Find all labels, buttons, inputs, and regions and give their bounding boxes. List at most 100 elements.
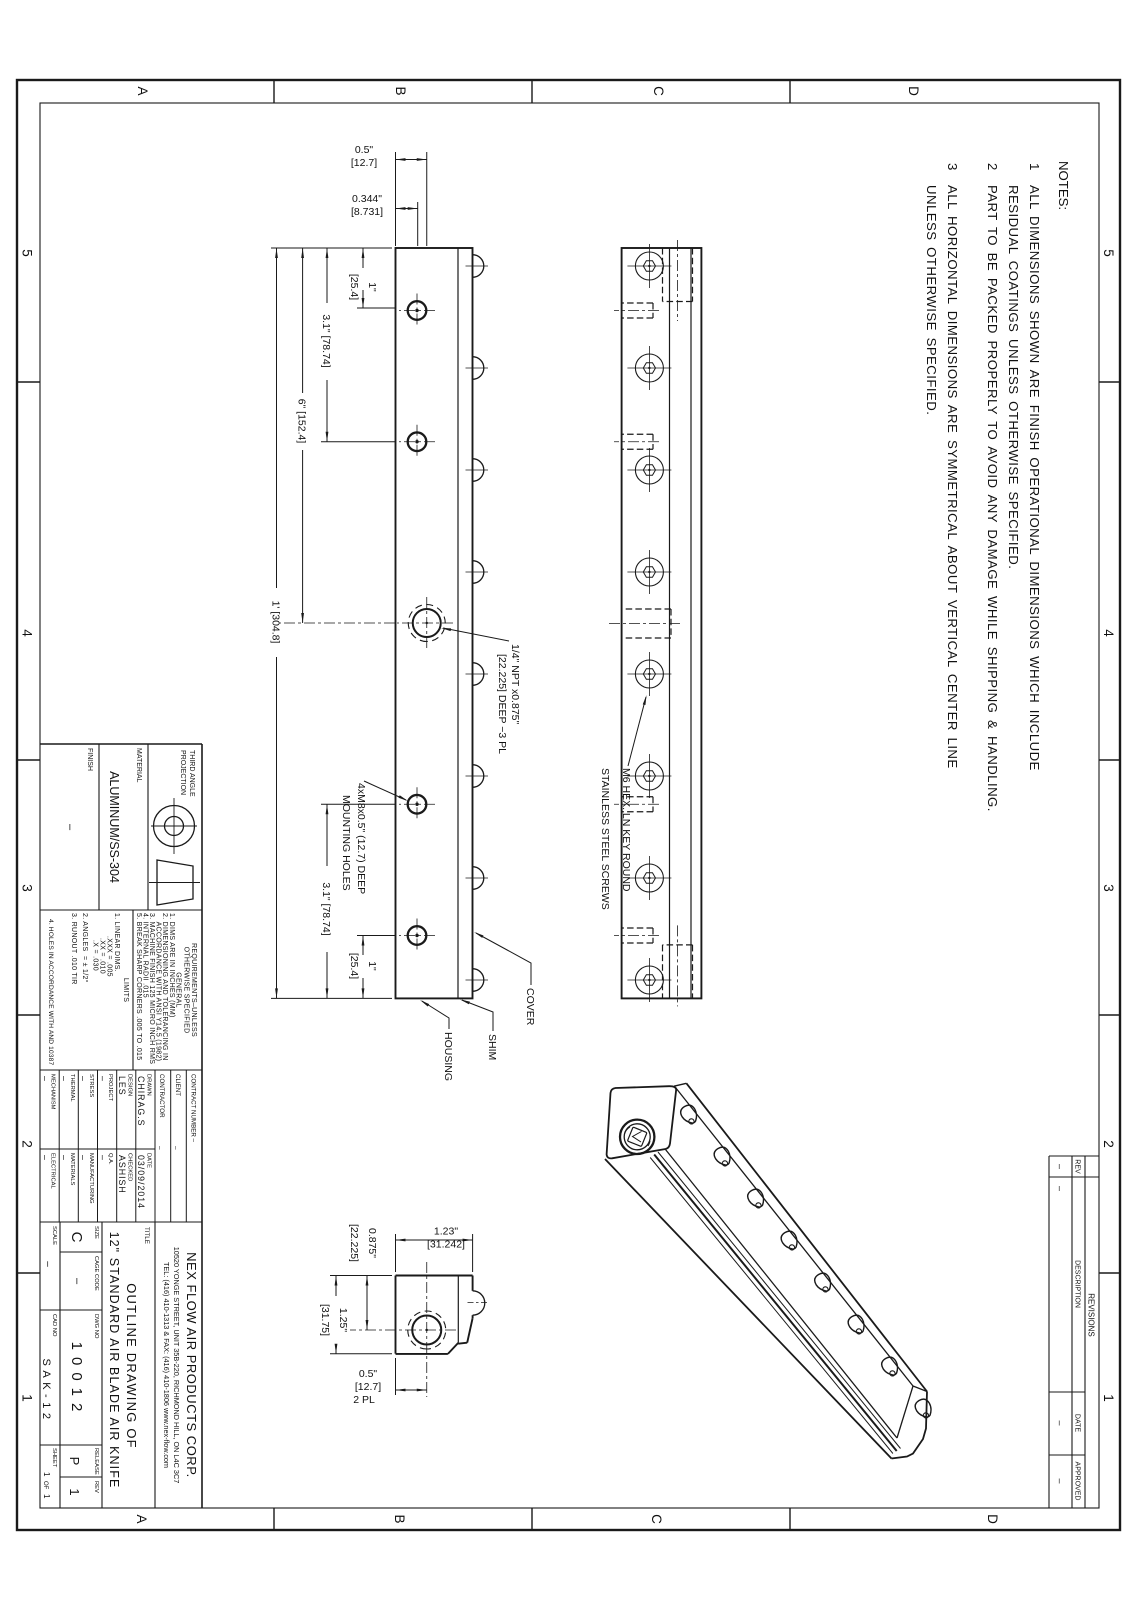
svg-text:A: A	[134, 1514, 149, 1523]
svg-text:[8.731]: [8.731]	[351, 206, 383, 218]
svg-text:REV: REV	[1074, 1159, 1081, 1174]
svg-text:[22.225] DEEP −3 PL: [22.225] DEEP −3 PL	[496, 654, 508, 754]
svg-text:1. LINEAR DIMS.: 1. LINEAR DIMS.	[113, 913, 120, 972]
svg-text:[12.7]: [12.7]	[351, 157, 377, 169]
svg-text:2: 2	[20, 1140, 35, 1148]
svg-text:2. ANGLES = ± 1/2°: 2. ANGLES = ± 1/2°	[81, 913, 89, 983]
svg-text:OUTLINE DRAWING OF: OUTLINE DRAWING OF	[124, 1283, 139, 1449]
svg-text:NOTES:: NOTES:	[1056, 161, 1071, 210]
svg-text:PROJECT: PROJECT	[107, 1074, 113, 1102]
svg-text:FINISH: FINISH	[86, 748, 93, 771]
svg-text:1: 1	[42, 1472, 51, 1477]
svg-text:–: –	[64, 824, 76, 831]
svg-text:[31.242]: [31.242]	[427, 1239, 465, 1251]
svg-text:1": 1"	[366, 282, 378, 292]
svg-text:SHIM: SHIM	[486, 1034, 498, 1060]
svg-text:NEX FLOW AIR PRODUCTS CORP.: NEX FLOW AIR PRODUCTS CORP.	[184, 1252, 199, 1478]
svg-text:THIRD ANGLE: THIRD ANGLE	[188, 750, 195, 797]
svg-text:SIZE: SIZE	[93, 1226, 99, 1239]
svg-text:B: B	[392, 1514, 407, 1523]
svg-text:LIMITS: LIMITS	[122, 978, 129, 1002]
svg-text:–: –	[60, 1076, 70, 1082]
svg-text:OTHERWISE SPECIFIED: OTHERWISE SPECIFIED	[183, 947, 190, 1034]
svg-text:ALL HORIZONTAL DIMENSIONS ARE: ALL HORIZONTAL DIMENSIONS ARE SYMMETRICA…	[945, 185, 960, 769]
svg-text:SHEET: SHEET	[51, 1448, 57, 1468]
svg-text:3. MACHINE FINISH 125 MICRO IN: 3. MACHINE FINISH 125 MICRO INCH RMS	[148, 913, 155, 1064]
svg-text:P: P	[67, 1457, 82, 1466]
svg-text:COVER: COVER	[524, 988, 536, 1026]
svg-text:TEL: (416) 410-1313 & FAX: (41: TEL: (416) 410-1313 & FAX: (416) 410-180…	[162, 1262, 171, 1468]
svg-text:CONTRACTOR: CONTRACTOR	[158, 1074, 165, 1118]
svg-text:–: –	[42, 1261, 53, 1267]
svg-text:C: C	[651, 86, 666, 96]
svg-text:3.1" [78.74]: 3.1" [78.74]	[320, 882, 332, 935]
svg-text:.X = .030: .X = .030	[92, 940, 99, 971]
svg-text:4: 4	[1101, 629, 1116, 637]
svg-text:CONTRACT NUMBER –: CONTRACT NUMBER –	[190, 1074, 197, 1143]
svg-text:REVISIONS: REVISIONS	[1087, 1293, 1096, 1337]
svg-text:1/4" NPT x0.875": 1/4" NPT x0.875"	[509, 644, 521, 724]
svg-text:5: 5	[1101, 249, 1116, 257]
svg-text:DWG NO: DWG NO	[93, 1314, 99, 1339]
svg-text:DESIGN: DESIGN	[126, 1074, 132, 1096]
svg-text:[31.75]: [31.75]	[319, 1304, 331, 1336]
svg-text:[12.7]: [12.7]	[355, 1381, 381, 1393]
svg-text:–: –	[98, 1155, 108, 1161]
svg-text:PART TO BE PACKED PROPERLY TO: PART TO BE PACKED PROPERLY TO AVOID ANY …	[985, 185, 1000, 812]
svg-text:1. DIMS ARE IN INCHES (MM): 1. DIMS ARE IN INCHES (MM)	[168, 913, 175, 1018]
svg-text:RESIDUAL COATINGS UNLESS OTHER: RESIDUAL COATINGS UNLESS OTHERWISE SPECI…	[1006, 185, 1021, 569]
svg-text:1: 1	[42, 1494, 51, 1499]
svg-text:–: –	[1055, 1164, 1065, 1169]
svg-text:2 PL: 2 PL	[353, 1394, 375, 1406]
svg-text:3. RUNOUT .010 TIR: 3. RUNOUT .010 TIR	[70, 913, 77, 985]
svg-text:0.5": 0.5"	[359, 1368, 378, 1380]
svg-text:ALUMINUM/SS-304: ALUMINUM/SS-304	[107, 771, 121, 883]
svg-text:0.5": 0.5"	[355, 144, 374, 156]
svg-text:HOUSING: HOUSING	[442, 1032, 454, 1081]
svg-text:MANUFACTURING: MANUFACTURING	[88, 1153, 94, 1204]
svg-text:–: –	[71, 1278, 83, 1285]
svg-text:DATE: DATE	[1074, 1414, 1081, 1432]
svg-text:4. INTERNAL RADII .015: 4. INTERNAL RADII .015	[142, 913, 149, 998]
svg-text:3: 3	[20, 884, 35, 892]
svg-text:MOUNTING HOLES: MOUNTING HOLES	[340, 795, 352, 891]
svg-text:ELECTRICAL: ELECTRICAL	[50, 1153, 56, 1190]
svg-text:PROJECTION: PROJECTION	[179, 750, 186, 795]
svg-text:–: –	[79, 1076, 89, 1082]
svg-text:CLIENT: CLIENT	[174, 1074, 181, 1096]
svg-text:4. HOLES IN ACCORDANCE WITH AN: 4. HOLES IN ACCORDANCE WITH AND 10387	[47, 919, 54, 1065]
svg-text:ASHISH: ASHISH	[117, 1155, 127, 1194]
svg-text:REV: REV	[93, 1481, 99, 1493]
svg-text:–: –	[1055, 1186, 1065, 1191]
svg-text:B: B	[393, 86, 408, 95]
svg-text:D: D	[906, 86, 921, 96]
svg-text:DATE: DATE	[146, 1153, 152, 1168]
svg-text:OF: OF	[42, 1481, 48, 1490]
svg-text:C: C	[649, 1514, 664, 1524]
svg-text:D: D	[985, 1514, 1000, 1524]
svg-text:C: C	[68, 1232, 85, 1243]
svg-text:1: 1	[1027, 163, 1042, 170]
svg-text:1: 1	[67, 1488, 82, 1495]
svg-text:–: –	[156, 1146, 163, 1150]
svg-text:SAK-12: SAK-12	[40, 1359, 52, 1424]
svg-text:12" STANDARD AIR BLADE AIR KNI: 12" STANDARD AIR BLADE AIR KNIFE	[107, 1232, 121, 1489]
svg-text:MECHANISM: MECHANISM	[50, 1074, 56, 1110]
svg-text:1: 1	[1101, 1394, 1116, 1402]
svg-text:0.875": 0.875"	[366, 1228, 378, 1258]
svg-text:GENERAL: GENERAL	[175, 972, 182, 1008]
svg-text:.XXX = .005: .XXX = .005	[106, 936, 113, 977]
svg-text:THERMAL: THERMAL	[69, 1074, 75, 1102]
svg-text:5. BREAK SHARP CORNERS .005 TO: 5. BREAK SHARP CORNERS .005 TO .015	[135, 913, 142, 1060]
svg-text:10520 YONGE STREET, UNIT 35B-2: 10520 YONGE STREET, UNIT 35B-220, RICHMO…	[172, 1247, 181, 1484]
svg-text:3: 3	[945, 163, 960, 170]
svg-text:–: –	[1055, 1420, 1065, 1425]
svg-text:1.25": 1.25"	[337, 1308, 349, 1332]
svg-text:3.1" [78.74]: 3.1" [78.74]	[320, 314, 332, 367]
svg-text:M6 HEX. LN KEY ROUND: M6 HEX. LN KEY ROUND	[620, 768, 632, 892]
svg-text:DESCRIPTION: DESCRIPTION	[1074, 1260, 1081, 1308]
svg-text:1.23": 1.23"	[434, 1226, 458, 1238]
svg-text:SCALE: SCALE	[51, 1226, 57, 1245]
svg-text:.XX = .010: .XX = .010	[99, 938, 106, 974]
svg-text:CAD NO: CAD NO	[51, 1314, 57, 1337]
